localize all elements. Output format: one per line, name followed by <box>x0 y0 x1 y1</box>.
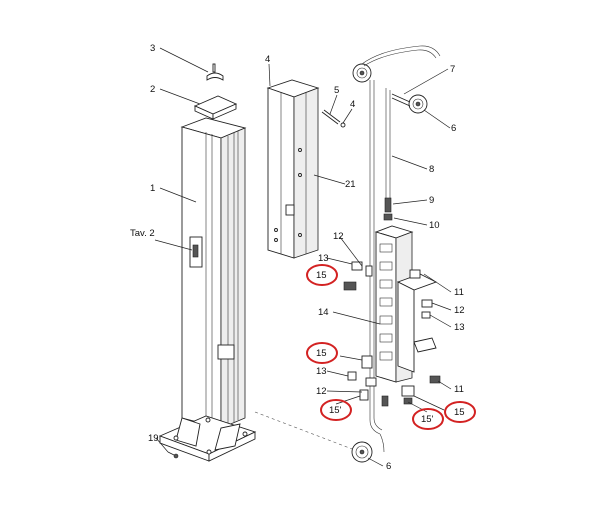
callout-11-lower: 11 <box>454 384 464 395</box>
callout-8: 8 <box>429 164 434 175</box>
callout-14: 14 <box>318 307 329 318</box>
callout-10: 10 <box>429 220 440 231</box>
callout-15-middle: 15 <box>316 348 327 359</box>
callout-9: 9 <box>429 195 434 206</box>
callout-6-bottom: 6 <box>386 461 391 472</box>
callout-3: 3 <box>150 43 155 54</box>
callout-4-right: 4 <box>350 99 355 110</box>
callout-12-lower: 12 <box>316 386 327 397</box>
callout-15prime-right: 15' <box>421 414 434 425</box>
callout-13-lower: 13 <box>316 366 327 377</box>
highlight-ring-15-upper <box>306 264 338 286</box>
callout-15-lower-right: 15 <box>454 407 465 418</box>
callout-11-upper: 11 <box>454 287 464 298</box>
callout-tav-2: Tav. 2 <box>130 228 155 239</box>
carriage-assembly <box>343 45 441 463</box>
callout-21: 21 <box>345 179 356 190</box>
callout-13-upper: 13 <box>318 253 329 264</box>
callout-6-top: 6 <box>451 123 456 134</box>
highlight-ring-15-lower-right <box>444 401 476 423</box>
sliding-casing <box>266 79 346 259</box>
callout-15-upper: 15 <box>316 270 327 281</box>
highlight-ring-15prime-left <box>320 399 352 421</box>
leader-lines <box>154 47 452 467</box>
highlight-ring-15-middle <box>306 342 338 364</box>
callout-4-top: 4 <box>265 54 270 65</box>
callout-5: 5 <box>334 85 339 96</box>
callout-12-upper: 12 <box>333 231 344 242</box>
callout-19: 19 <box>148 433 159 444</box>
alignment-dashed-line <box>254 411 361 453</box>
column-post <box>158 63 257 462</box>
callout-1: 1 <box>150 183 155 194</box>
callout-7: 7 <box>450 64 455 75</box>
highlight-ring-15prime-right <box>412 408 444 430</box>
callout-13-right: 13 <box>454 322 465 333</box>
callout-labels: 3 2 1 Tav. 2 19 4 5 4 21 7 6 8 9 10 12 1… <box>130 43 465 472</box>
highlight-rings <box>306 264 476 430</box>
callout-12-right: 12 <box>454 305 465 316</box>
callout-15prime-left: 15' <box>329 405 342 416</box>
callout-2: 2 <box>150 84 155 95</box>
